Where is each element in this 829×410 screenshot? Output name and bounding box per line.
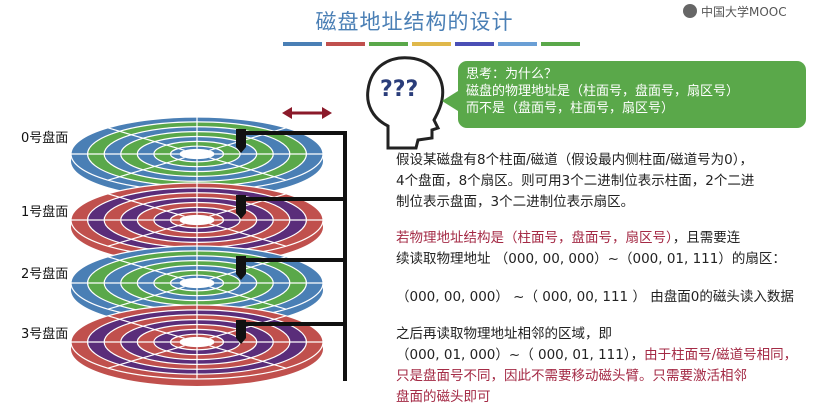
svg-text:???: ??? [380,77,418,102]
platter-0-sector-line-5 [107,127,185,151]
platter-3-sector-line-3 [107,345,185,369]
slide-title: 磁盘地址结构的设计 [315,10,514,34]
p4-line-2-black: （000, 01, 000）~（ 000, 01, 111）， [396,347,645,363]
head-arm-0 [240,131,346,135]
arrow-left-head [282,107,292,119]
thinking-bubble: 思考：为什么？ 磁盘的物理地址是（柱面号，盘面号，扇区号） 而不是（盘面号，柱面… [442,61,806,128]
head-tip-2 [236,274,246,280]
p3-line: （000, 00, 000） ~（ 000, 00, 111 ） 由盘面0的磁头… [396,289,794,305]
platter-1-sector-line-3 [107,223,185,247]
head-block-3 [236,320,246,338]
bubble-line-2: 磁盘的物理地址是（柱面号，盘面号，扇区号） [466,84,740,99]
head-tip-0 [236,147,246,153]
paragraph-adjacent: 之后再读取物理地址相邻的区域，即 （000, 01, 000）~（ 000, 0… [396,324,797,408]
platter-0-spindle [179,148,215,160]
paragraph-structure: 若物理地址结构是（柱面号，盘面号，扇区号），且需要连 续读取物理地址 （000,… [396,228,786,270]
p2-red-text: 若物理地址结构是（柱面号，盘面号，扇区号） [396,230,673,246]
head-block-1 [236,195,246,213]
platter-1-sector-line-1 [209,223,287,247]
p4-line-3: 只是盘面号不同，因此不需要移动磁头臂。只需要激活相邻 [396,368,747,384]
p4-line-1: 之后再读取物理地址相邻的区域，即 [396,326,612,342]
p2-black-text: ，且需要连 [672,230,741,246]
arrow-right-head [322,107,332,119]
title-bar-5 [498,42,537,46]
head-arm-2 [240,258,346,262]
logo-text: 中国大学MOOC [701,4,787,19]
title-bar-2 [369,42,408,46]
p4-line-2-red: 由于柱面号/磁道号相同， [644,347,798,363]
platter-1-sector-line-5 [107,193,185,217]
paragraph-assumption: 假设某磁盘有8个柱面/磁道（假设最内侧柱面/磁道号为0）， 4个盘面，8个扇区。… [396,150,754,213]
platter-3-sector-line-7 [209,315,287,339]
p2-line-2: 续读取物理地址 （000, 00, 000）~（000, 01, 111）的扇区… [396,251,786,267]
platter-0-sector-line-3 [107,157,185,181]
head-block-0 [236,129,246,147]
platter-0 [70,116,324,198]
title-bar-6 [541,42,580,46]
disk-label-3: 3号盘面 [21,327,69,342]
disk-label-0: 0号盘面 [21,131,69,146]
head-tip-3 [236,338,246,344]
paragraph-read-head0: （000, 00, 000） ~（ 000, 00, 111 ） 由盘面0的磁头… [396,287,794,308]
p1-line-3: 制位表示盘面，3个二进制位表示扇区。 [396,194,635,210]
platter-2-sector-line-1 [209,286,287,310]
platter-1-spindle [179,214,215,226]
mooc-logo-icon [683,4,697,18]
title-bar-1 [326,42,365,46]
arm-spine [343,131,347,381]
title-bar-3 [412,42,451,46]
bubble-line-3: 而不是（盘面号，柱面号，扇区号） [466,101,675,116]
platter-3-sector-line-1 [209,345,287,369]
head-block-2 [236,256,246,274]
head-arm-3 [240,322,346,326]
disk-label-2: 2号盘面 [21,267,69,282]
p4-line-4: 盘面的磁头即可 [396,389,491,405]
title-bar-4 [455,42,494,46]
title-bar-0 [283,42,322,46]
mooc-logo: 中国大学MOOC [683,0,829,22]
platter-3-sector-line-5 [107,315,185,339]
platter-2-sector-line-3 [107,286,185,310]
p1-line-1: 假设某磁盘有8个柱面/磁道（假设最内侧柱面/磁道号为0）， [396,152,754,168]
p1-line-2: 4个盘面，8个扇区。则可用3个二进制位表示柱面，2个二进 [396,173,755,189]
platter-3 [70,304,324,386]
thinking-head-icon: ??? [366,56,445,150]
head-tip-1 [236,213,246,219]
platter-3-spindle [179,336,215,348]
title-color-bars [283,42,580,46]
platter-2-sector-line-5 [107,256,185,280]
bubble-line-1: 思考：为什么？ [466,67,558,82]
head-arm-1 [240,197,346,201]
platter-0-sector-line-1 [209,157,287,181]
platter-2-spindle [179,277,215,289]
disk-label-1: 1号盘面 [21,205,69,220]
